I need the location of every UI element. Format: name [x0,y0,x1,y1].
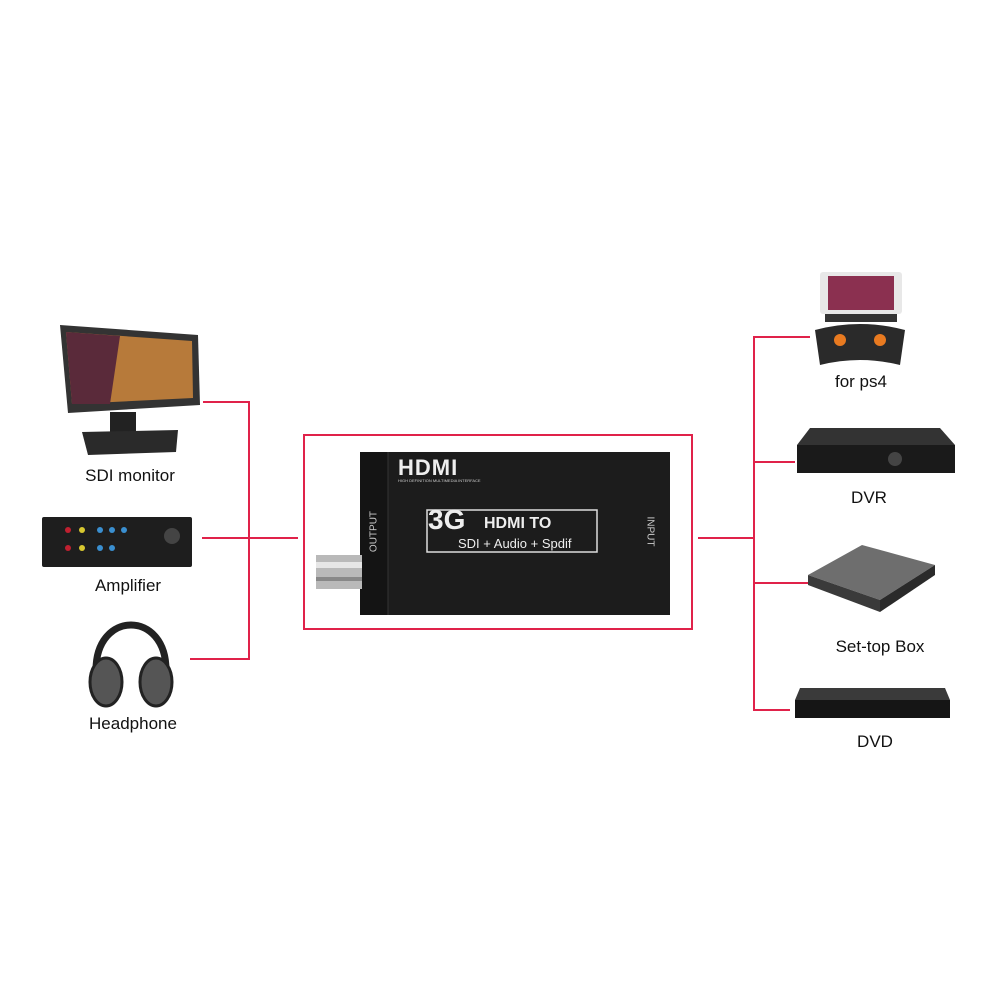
headphone-icon [88,621,174,708]
input-label-dvr: DVR [851,488,887,507]
output-label-headphone: Headphone [89,714,177,733]
input-bus [753,336,810,711]
hdmi-logo: HDMI [398,455,459,480]
device-frame [303,434,693,630]
input-port-label: INPUT [644,516,656,547]
bnc-connector-icon [316,555,362,589]
output-bus [190,401,250,660]
hdmi-logo-subtitle: HIGH DEFINITION MULTIMEDIA INTERFACE [398,478,481,483]
converter-device [316,452,670,615]
input-label-settop-box: Set-top Box [835,637,925,656]
connection-lines [190,336,810,711]
amplifier-icon [42,517,192,567]
output-label-amplifier: Amplifier [94,576,162,595]
device-title-line1: HDMI TO [484,515,552,532]
input-label-ps4: for ps4 [835,372,887,391]
sdi-monitor-icon [60,325,200,455]
settop-box-icon [808,545,935,612]
input-label-dvd: DVD [857,732,893,751]
output-port-label: OUTPUT [368,510,380,553]
dvd-player-icon [795,688,950,718]
device-title-big: 3G [428,504,466,535]
dvr-icon [797,428,955,473]
game-controller-icon [815,272,905,365]
device-title-line2: SDI + Audio + Spdif [458,536,572,551]
output-label-sdi-monitor: SDI monitor [85,466,175,485]
